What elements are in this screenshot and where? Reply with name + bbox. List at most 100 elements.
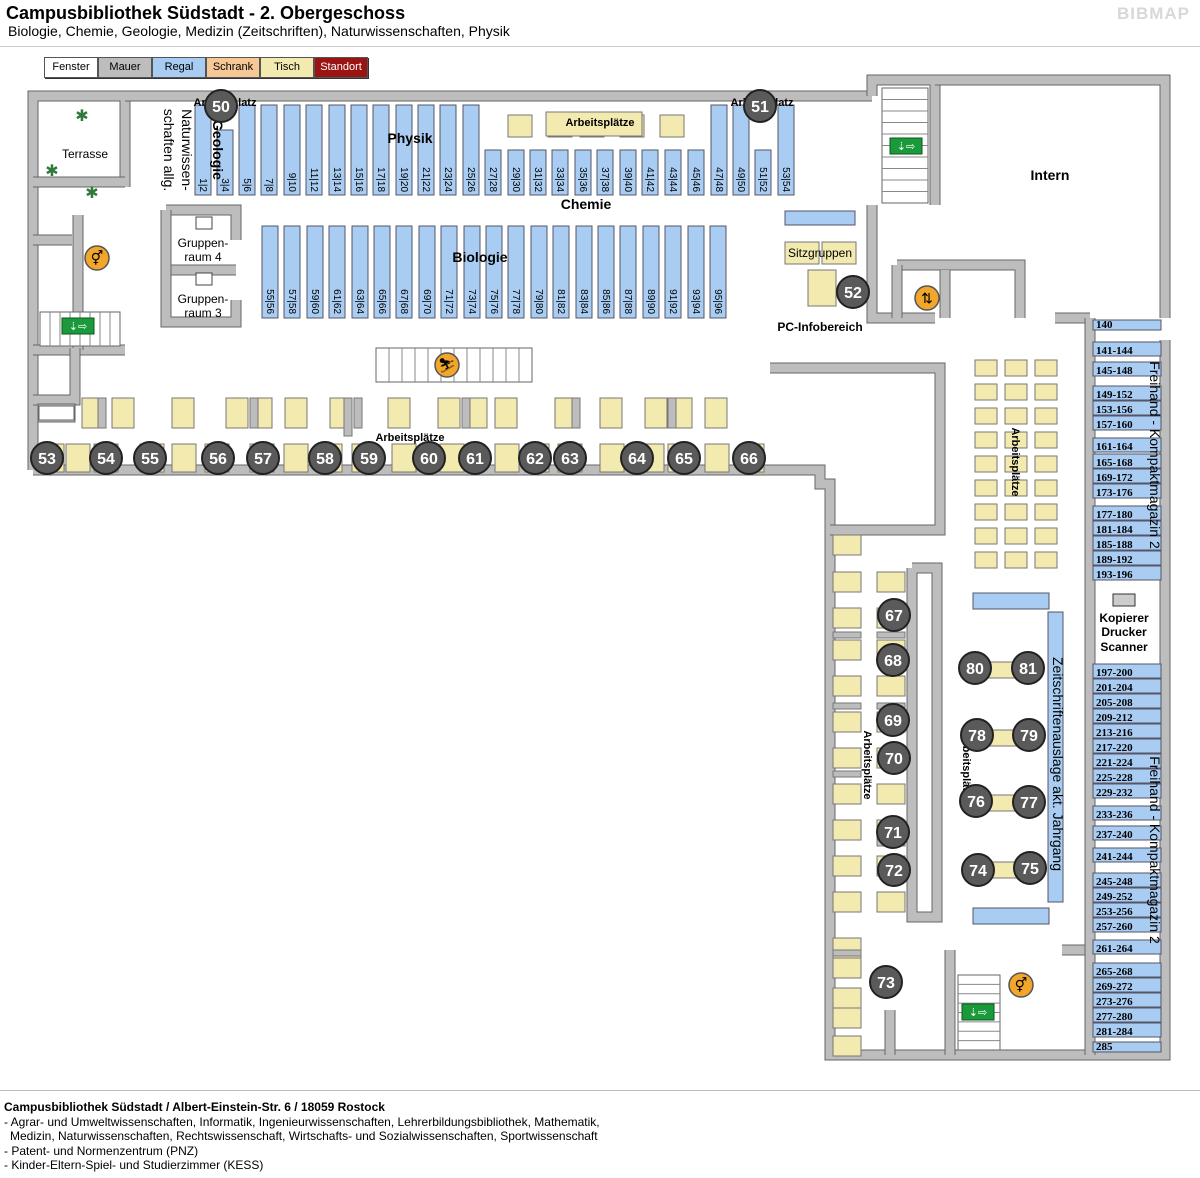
wall [28,91,130,470]
shelf-label: 177-180 [1096,509,1133,521]
table [876,891,906,913]
shelf-label: 205-208 [1096,697,1133,709]
table [1034,431,1058,449]
area-label: Arbeitsplätze [375,432,444,444]
shelf [732,104,750,196]
table [704,397,728,429]
shelf-label: 69|70 [421,289,432,314]
shelf [709,225,727,319]
elevator-icon-glyph: ⇅ [921,290,933,306]
table [832,534,862,556]
table [832,891,862,913]
shelf [1092,468,1162,484]
legend-item-schrank: Schrank [206,57,260,78]
shelf [1092,887,1162,903]
table [225,397,249,429]
location-marker [412,441,446,475]
shelf-label: 217-220 [1096,742,1133,754]
shelf-label: 59|60 [309,289,320,314]
table [1034,527,1058,545]
wall-outline [33,348,81,406]
window [38,405,75,421]
brand-logo: BIBMAP [1116,4,1190,23]
shelf [283,225,301,319]
wall [907,563,942,922]
location-marker-label: 74 [969,863,987,880]
shelf-label: 209-212 [1096,712,1133,724]
shelf-label: 245-248 [1096,876,1133,888]
location-marker-label: 57 [254,451,272,468]
shelf [1092,962,1162,978]
partition [667,397,677,429]
shelf-label: 71|72 [443,289,454,314]
area-label: Biologie [452,249,507,265]
table [974,551,998,569]
shelf-label: 31|32 [532,167,543,192]
location-marker [89,441,123,475]
shelf-label: 45|46 [690,167,701,192]
shelf [1092,678,1162,694]
wall [867,205,935,323]
shelf [1092,917,1162,933]
furniture [39,87,1058,1057]
area-label: Gruppen- [178,236,229,250]
shelf [1092,738,1162,754]
shelf [485,225,503,319]
shelf [1092,1007,1162,1023]
shelf [1092,939,1162,955]
table [494,397,518,429]
area-label: Zeitschriftenauslage akt. Jahrgang [1050,657,1066,871]
shelf-label: 237-240 [1096,829,1133,841]
shelf-label: 83|84 [578,289,589,314]
shelf [372,104,390,196]
location-marker-label: 51 [751,99,769,116]
shelf [194,104,212,196]
table [437,397,461,429]
shelf [1092,847,1162,863]
shelf-label: 141-144 [1096,345,1133,357]
legend-item-mauer: Mauer [98,57,152,78]
table [974,359,998,377]
shelf-label: 57|58 [286,289,297,314]
area-label: Geologie [210,120,226,180]
partition [353,397,363,429]
table [1004,383,1028,401]
location-marker [246,441,280,475]
location-marker-label: 50 [212,99,230,116]
shelf-label: 221-224 [1096,757,1133,769]
shelf-label: 261-264 [1096,943,1133,955]
shelf [1092,693,1162,709]
location-marker [1012,718,1046,752]
shelf-label: 39|40 [622,167,633,192]
page-subtitle: Biologie, Chemie, Geologie, Medizin (Zei… [8,23,510,39]
shelf [507,149,525,196]
table [1034,407,1058,425]
shelves [194,104,1162,1053]
location-marker [1012,785,1046,819]
shelf [784,210,856,226]
table [1034,359,1058,377]
tree-icon: ✱ [75,108,88,125]
shelf-label: 269-272 [1096,981,1133,993]
shelf-label: 73|74 [466,289,477,314]
shelf [1092,768,1162,784]
shelf [261,225,279,319]
shelf-label: 5|6 [241,178,252,192]
shelf-label: 7|8 [263,178,274,192]
table [171,443,197,473]
shelf-label: 185-188 [1096,539,1133,551]
location-marker [553,441,587,475]
table [545,111,643,137]
table [284,397,308,429]
icons: ⚥⇅⛷⚥⇣⇨⇣⇨⇣⇨✱✱✱ [45,108,1136,1021]
location-marker-label: 66 [740,451,758,468]
footer: Campusbibliothek Südstadt / Albert-Einst… [0,1090,1200,1178]
location-marker-label: 58 [316,451,334,468]
copier-icon [1112,593,1136,607]
location-marker-label: 65 [675,451,693,468]
location-marker-label: 63 [561,451,579,468]
shelf [1092,753,1162,769]
shelf [1092,992,1162,1008]
partition [571,397,581,429]
